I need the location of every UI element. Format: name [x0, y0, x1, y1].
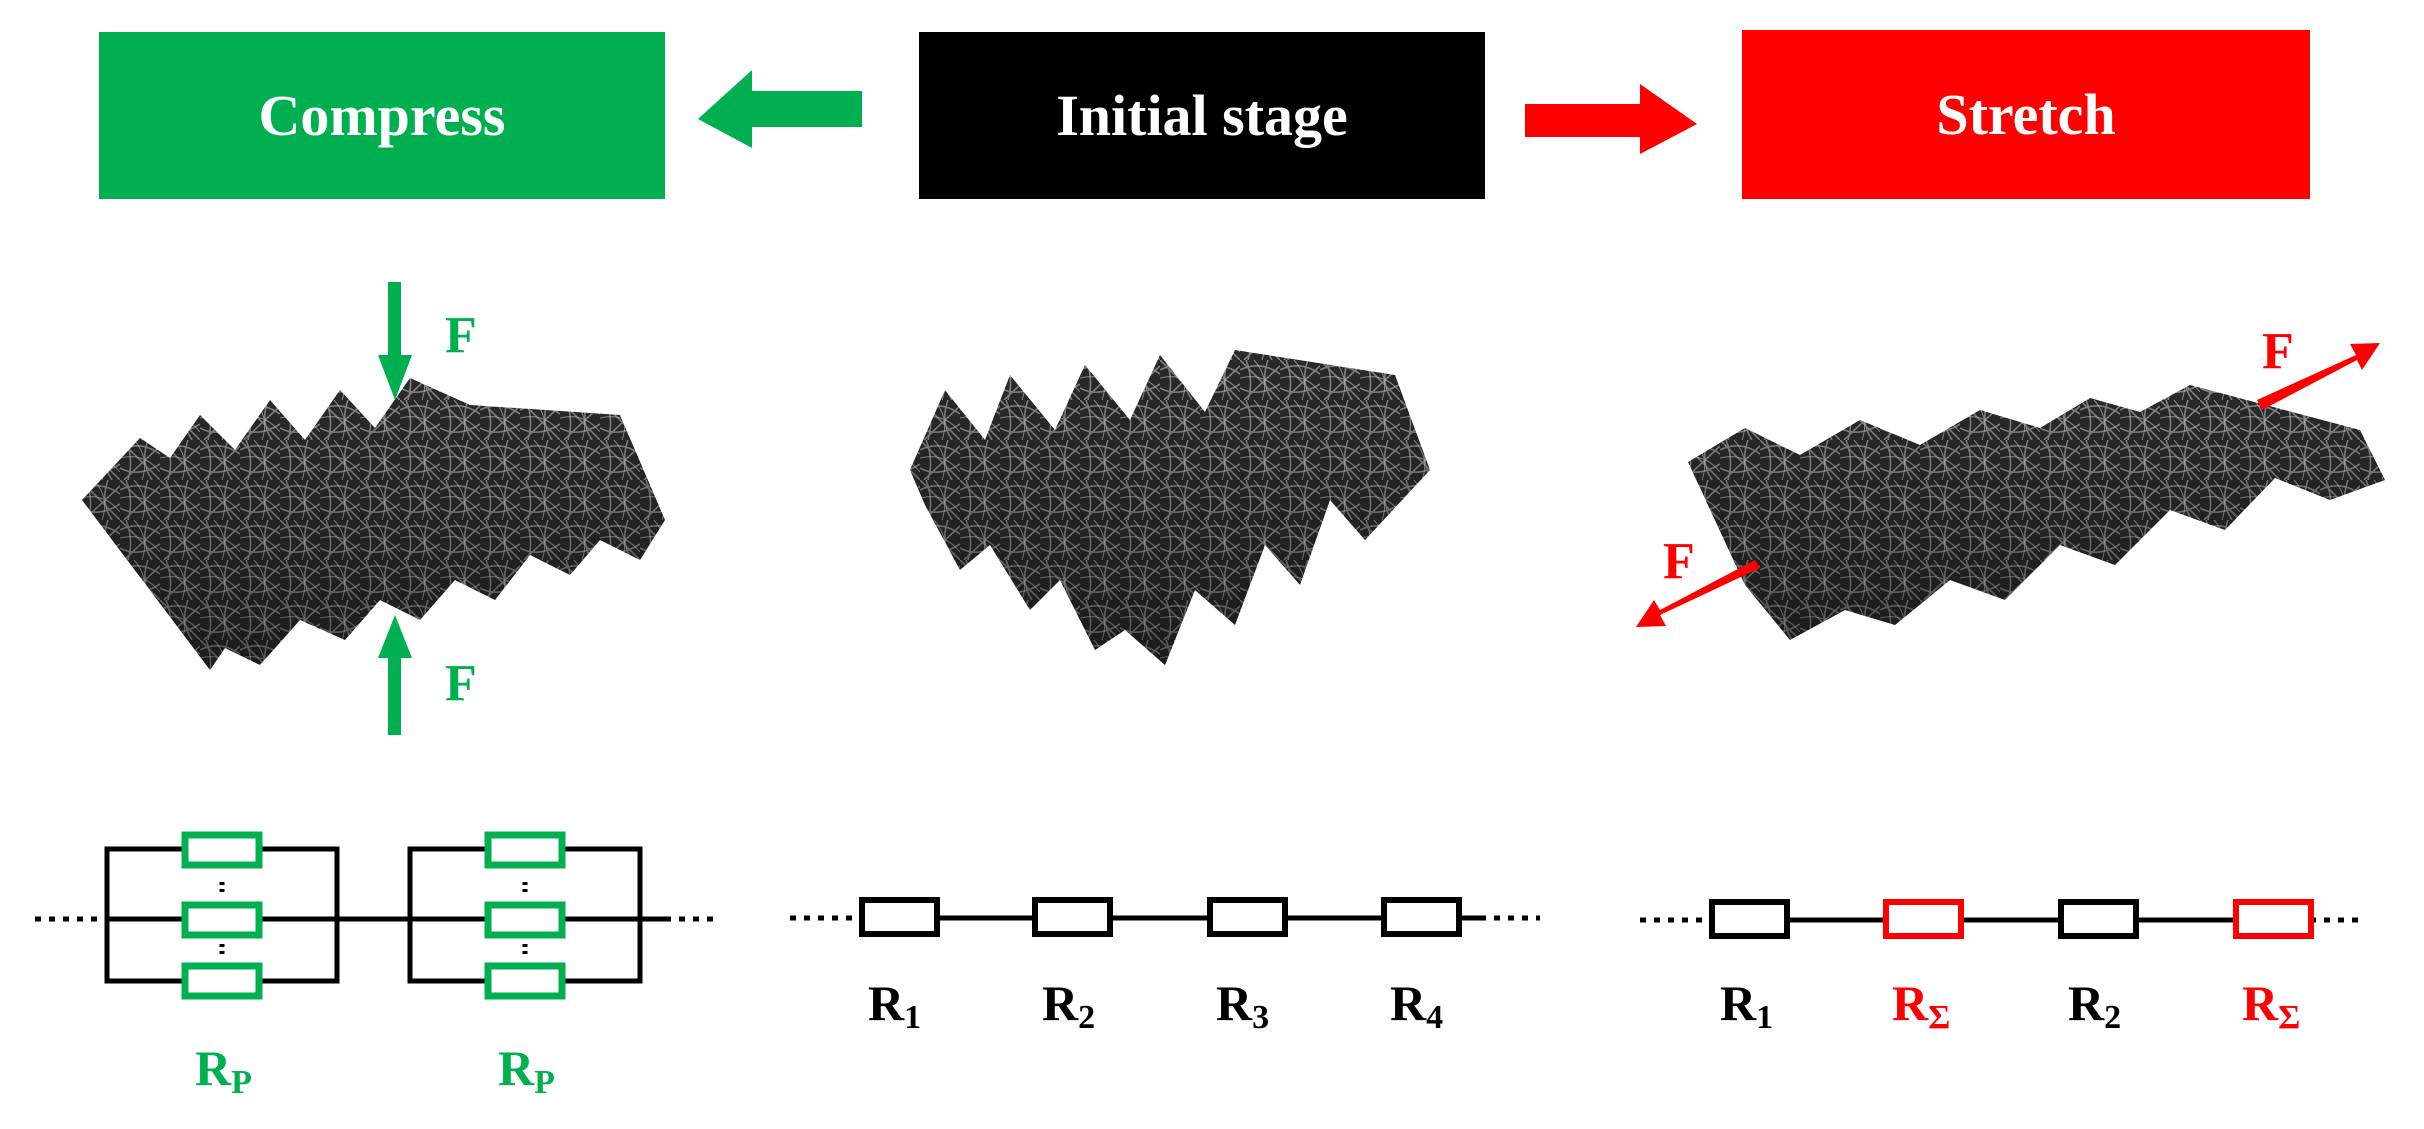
- stretch-force-arrow-right: [2257, 343, 2380, 410]
- initial-circuit: [790, 897, 1540, 937]
- arrow-to-stretch: [1525, 84, 1697, 154]
- stretch-stage-box: Stretch: [1742, 30, 2310, 199]
- compress-stage-box: Compress: [99, 32, 665, 199]
- initial-resistor-label-3: R3: [1216, 975, 1269, 1036]
- compress-resistor-label: RP: [195, 1040, 252, 1101]
- compress-force-arrow-bottom: [378, 615, 412, 735]
- initial-resistor: [859, 897, 940, 937]
- arrow-to-compress: [698, 70, 862, 148]
- compress-resistor: [484, 831, 566, 869]
- stretch-resistor-label-4: RΣ: [2242, 975, 2300, 1036]
- compress-resistor: [484, 962, 566, 1000]
- initial-stage-box: Initial stage: [919, 32, 1485, 199]
- compress-force-label-bottom: F: [445, 655, 477, 712]
- stretched-mesh: [1688, 385, 2385, 640]
- compress-force-arrow-top: [378, 282, 412, 400]
- stretch-resistor: [1709, 899, 1790, 939]
- initial-stage-label: Initial stage: [1056, 83, 1348, 148]
- compress-stage-label: Compress: [258, 83, 506, 148]
- stretch-stage-label: Stretch: [1936, 82, 2116, 147]
- stretch-resistor: [1883, 899, 1964, 939]
- initial-resistor-label-4: R4: [1390, 975, 1443, 1036]
- stretch-resistor-label-1: R1: [1720, 975, 1773, 1036]
- initial-resistor: [1207, 897, 1288, 937]
- compress-resistor-label: RP: [498, 1040, 555, 1101]
- stretch-resistor: [2233, 899, 2314, 939]
- compress-resistor: [181, 831, 263, 869]
- stretch-resistor-label-2: RΣ: [1892, 975, 1950, 1036]
- compress-force-label-top: F: [445, 307, 477, 364]
- compressed-mesh: [82, 378, 665, 670]
- initial-resistor-label-2: R2: [1042, 975, 1095, 1036]
- compress-resistor: [181, 901, 263, 939]
- initial-mesh: [910, 350, 1430, 665]
- stretch-force-label-left: F: [1663, 533, 1695, 590]
- stretch-force-label-right: F: [2262, 323, 2294, 380]
- stretch-force-arrow-left: [1636, 560, 1760, 627]
- compress-resistor: [484, 901, 566, 939]
- initial-resistor-label-1: R1: [868, 975, 921, 1036]
- initial-resistor: [1381, 897, 1462, 937]
- stretch-resistor-label-3: R2: [2068, 975, 2121, 1036]
- compress-resistor: [181, 962, 263, 1000]
- initial-resistor: [1032, 897, 1113, 937]
- stretch-circuit: [1640, 899, 2365, 939]
- stretch-resistor: [2058, 899, 2139, 939]
- compress-circuit: [35, 831, 718, 1000]
